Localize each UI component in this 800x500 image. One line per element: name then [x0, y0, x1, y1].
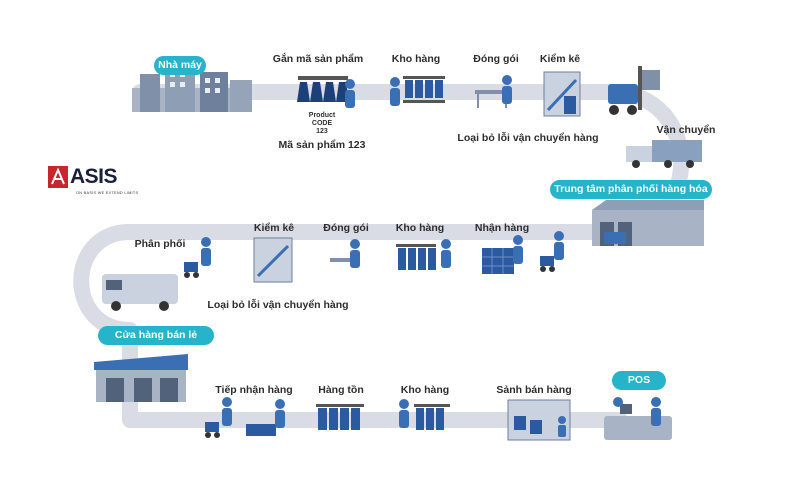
inspection-label-2: Kiểm kê [253, 222, 295, 234]
transport-label: Vận chuyển [656, 124, 716, 136]
product-code-text: Product CODE 123 [308, 112, 336, 135]
distribution-label: Phân phối [134, 238, 186, 250]
retail-store-illustration [94, 354, 188, 402]
factory-pill: Nhà máy [154, 56, 206, 75]
asis-logo-mark [48, 166, 68, 188]
product-code-caption: Mã sản phẩm 123 [278, 139, 366, 151]
distribution-center-building [592, 200, 704, 246]
sales-floor-illustration [507, 399, 571, 441]
transport-truck-illustration [626, 140, 702, 168]
warehouse-rack-illustration-2 [396, 239, 451, 270]
warehouse-label-2: Kho hàng [395, 222, 445, 234]
warehouse-label-1: Kho hàng [391, 53, 441, 65]
warehouse-rack-illustration-1 [390, 76, 445, 106]
store-receiving-illustration [205, 397, 285, 438]
warehouse-rack-illustration-3 [399, 399, 450, 430]
delivery-van-illustration [102, 274, 178, 311]
inspection-label-1: Kiểm kê [539, 53, 581, 65]
distribution-center-pill: Trung tâm phân phối hàng hóa [550, 180, 712, 199]
logo-tagline: ON BASIS WE EXTEND LIMITS [76, 191, 139, 195]
packing-label-1: Đóng gói [473, 53, 519, 65]
packing-illustration-1 [475, 75, 512, 108]
stock-label: Hàng tồn [318, 384, 364, 396]
inspection-gate-illustration-1 [543, 71, 581, 117]
boxes-illustration [482, 235, 523, 274]
pos-counter-illustration [604, 397, 672, 440]
forklift-illustration [608, 66, 660, 115]
receiving-label-1: Nhận hàng [474, 222, 530, 234]
stock-racks-illustration [316, 404, 364, 430]
distribution-worker-cart [184, 237, 211, 278]
warehouse-label-3: Kho hàng [400, 384, 450, 396]
packing-label-2: Đóng gói [323, 222, 369, 234]
sales-floor-label: Sảnh bán hàng [496, 384, 572, 396]
packing-illustration-2 [330, 239, 360, 268]
receiving-worker-cart-1 [540, 231, 564, 272]
pos-pill: POS [612, 371, 666, 390]
store-receiving-label: Tiếp nhận hàng [215, 384, 293, 396]
logo-wordmark: ASIS [70, 165, 118, 188]
asis-logo: ASIS ON BASIS WE EXTEND LIMITS [48, 166, 158, 202]
retail-store-pill: Cửa hàng bán lẻ [98, 326, 214, 345]
defect-note-1: Loại bỏ lỗi vận chuyển hàng [457, 132, 599, 144]
defect-note-2: Loại bỏ lỗi vận chuyển hàng [207, 299, 349, 311]
tagging-illustration [297, 76, 355, 108]
tagging-label: Gắn mã sản phẩm [272, 53, 364, 65]
inspection-gate-illustration-2 [253, 237, 293, 283]
